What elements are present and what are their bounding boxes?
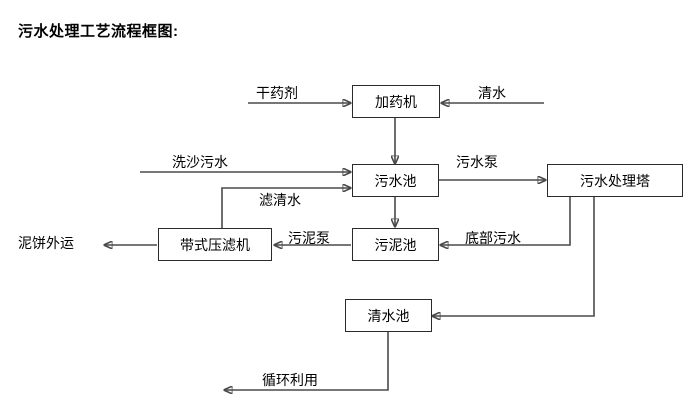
edge-label-filtrate-water: 滤清水	[259, 194, 301, 209]
edge-label-sewage-pump: 污水泵	[456, 156, 498, 171]
terminal-label-mud-cake-out: 泥饼外运	[18, 237, 74, 252]
node-sewage-pool[interactable]: 污水池	[352, 164, 439, 197]
terminal-label-dry-agent: 干药剂	[256, 87, 298, 102]
node-treatment-tower[interactable]: 污水处理塔	[547, 164, 683, 197]
edge-label-sludge-pump: 污泥泵	[288, 232, 330, 247]
node-clean-water-pool[interactable]: 清水池	[345, 299, 432, 332]
node-dosing-machine[interactable]: 加药机	[352, 85, 440, 118]
wire-bottom-sewage-to-sludge-pool	[440, 197, 571, 245]
node-belt-press[interactable]: 带式压滤机	[158, 228, 272, 261]
terminal-label-sand-wash-water: 洗沙污水	[172, 156, 228, 171]
page-title: 污水处理工艺流程框图:	[18, 23, 179, 40]
terminal-label-clean-water-in: 清水	[478, 87, 506, 102]
edge-label-bottom-sewage: 底部污水	[465, 232, 521, 247]
wire-clean-water-recycle	[224, 331, 389, 390]
edge-label-recycle-use: 循环利用	[262, 374, 318, 389]
wire-tower-to-clean-water-pool	[432, 197, 595, 316]
wire-filtrate-to-sewage-pool	[221, 188, 351, 228]
node-sludge-pool[interactable]: 污泥池	[352, 228, 439, 261]
